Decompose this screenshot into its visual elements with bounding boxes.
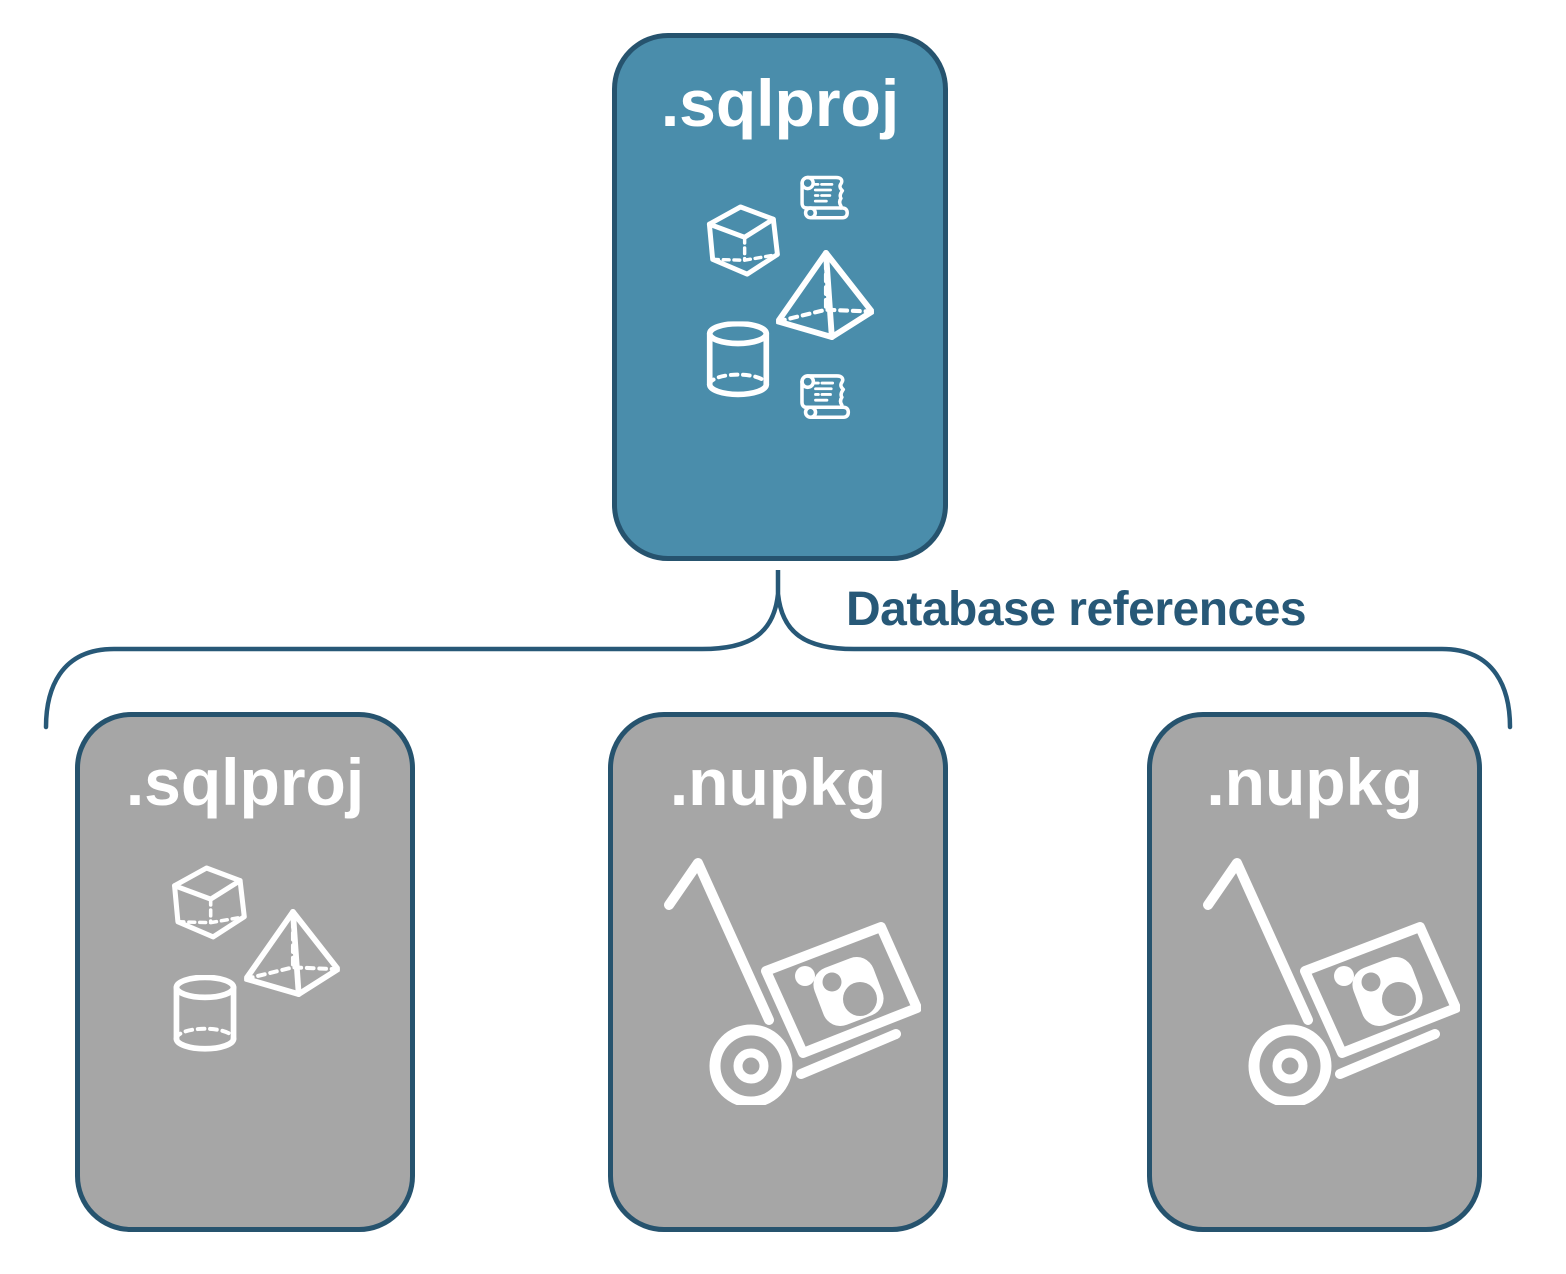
node-root-sqlproj: .sqlproj: [612, 33, 948, 561]
node-ref2-title: .nupkg: [669, 745, 887, 819]
pyramid-icon: [242, 909, 342, 997]
cube-icon: [701, 202, 785, 284]
node-ref-nupkg-2: .nupkg: [1147, 712, 1482, 1232]
node-root-title: .sqlproj: [660, 66, 900, 140]
scroll-icon: [797, 174, 853, 224]
cylinder-icon: [170, 975, 240, 1053]
handtruck-package-icon: [1202, 857, 1460, 1105]
pyramid-icon: [775, 250, 875, 340]
node-ref1-title: .sqlproj: [125, 745, 365, 819]
edge-label: Database references: [846, 583, 1307, 636]
scroll-icon: [797, 372, 854, 424]
handtruck-package-icon: [663, 857, 921, 1105]
node-ref-sqlproj: .sqlproj: [75, 712, 415, 1232]
cube-icon: [166, 863, 252, 947]
cylinder-icon: [705, 320, 771, 400]
node-ref3-title: .nupkg: [1206, 745, 1423, 819]
node-ref-nupkg-1: .nupkg: [608, 712, 948, 1232]
